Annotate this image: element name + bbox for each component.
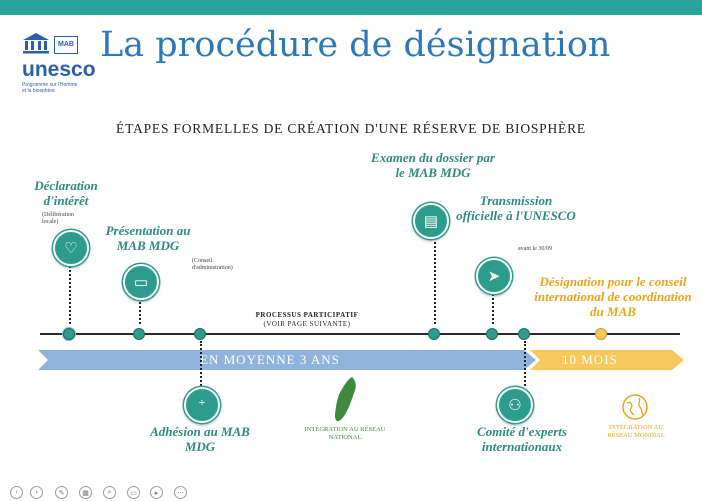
yellow-arrow — [530, 350, 684, 370]
step1-label: Déclaration d'intérêt — [34, 178, 98, 208]
top-accent-bar — [0, 0, 702, 15]
step5-note: avant le 30/09 — [518, 246, 552, 252]
process-label-line1: PROCESSUS PARTICIPATIF — [255, 311, 359, 319]
timeline-dot-3 — [194, 328, 206, 340]
experts-meeting-icon: ⚇ — [497, 387, 533, 423]
page-title: La procédure de désignation — [100, 25, 611, 65]
connector-step1 — [69, 262, 71, 324]
timeline-dot-2 — [133, 328, 145, 340]
blue-arrow-label: EN MOYENNE 3 ANS — [200, 352, 340, 367]
yellow-arrow-label: 10 MOIS — [562, 352, 618, 367]
diagram-subtitle: ÉTAPES FORMELLES DE CRÉATION D'UNE RÉSER… — [116, 121, 586, 136]
timeline-arrows — [38, 350, 684, 370]
step6-label: Comité d'experts internationaux — [477, 424, 567, 454]
globe-icon — [622, 394, 648, 420]
timeline-dot-7 — [595, 328, 607, 340]
mab-programme-text: Programme sur l'Homme et la biosphère — [22, 82, 78, 94]
zoom-icon[interactable]: ⌕ — [103, 486, 116, 499]
step7-label: Désignation pour le conseil internationa… — [534, 274, 692, 319]
unesco-logo: MAB unesco Programme sur l'Homme et la b… — [20, 30, 100, 98]
document-search-icon: ▤ — [413, 203, 449, 239]
step1-note: (Délibération locale) — [42, 212, 74, 225]
step3-label: Adhésion au MAB MDG — [150, 424, 250, 454]
pen-tool-icon[interactable]: ✎ — [55, 486, 68, 499]
timeline-dot-5 — [486, 328, 498, 340]
step2-note: (Conseil d'administration) — [192, 258, 233, 271]
subtitles-icon[interactable]: ▭ — [127, 486, 140, 499]
unesco-temple-icon — [23, 33, 49, 54]
paper-plane-icon: ➤ — [476, 258, 512, 294]
step2-label: Présentation au MAB MDG — [105, 223, 191, 253]
next-slide-button[interactable]: › — [30, 486, 43, 499]
step5-label: Transmission officielle à l'UNESCO — [456, 193, 576, 223]
madagascar-map-icon — [335, 377, 356, 422]
connector-step4 — [434, 238, 436, 324]
previous-slide-button[interactable]: ‹ — [10, 486, 23, 499]
timeline-dot-6 — [518, 328, 530, 340]
blue-arrow — [38, 350, 536, 370]
timeline-line — [40, 333, 680, 335]
presentation-board-icon: ▭ — [123, 264, 159, 300]
process-label: PROCESSUS PARTICIPATIF (VOIR PAGE SUIVAN… — [232, 311, 382, 329]
world-network-label: INTÉGRATION AU RÉSEAU MONDIAL — [607, 424, 665, 439]
step4-label: Examen du dossier par le MAB MDG — [371, 150, 495, 180]
more-options-icon[interactable]: ⋯ — [174, 486, 187, 499]
add-user-icon: ⁺ — [184, 387, 220, 423]
process-label-line2: (VOIR PAGE SUIVANTE) — [263, 320, 351, 328]
connector-step2 — [139, 298, 141, 324]
camera-icon[interactable]: ▸ — [150, 486, 163, 499]
mab-badge: MAB — [54, 36, 78, 54]
connector-step5 — [492, 294, 494, 324]
timeline-dot-1 — [63, 328, 75, 340]
slides-grid-icon[interactable]: ▦ — [79, 486, 92, 499]
connector-step6 — [524, 341, 526, 386]
national-network-label: INTÉGRATION AU RÉSEAU NATIONAL — [304, 426, 386, 441]
heart-hand-icon: ♡ — [53, 230, 89, 266]
connector-step3 — [200, 341, 202, 386]
unesco-wordmark: unesco — [22, 58, 96, 81]
timeline-dot-4 — [428, 328, 440, 340]
